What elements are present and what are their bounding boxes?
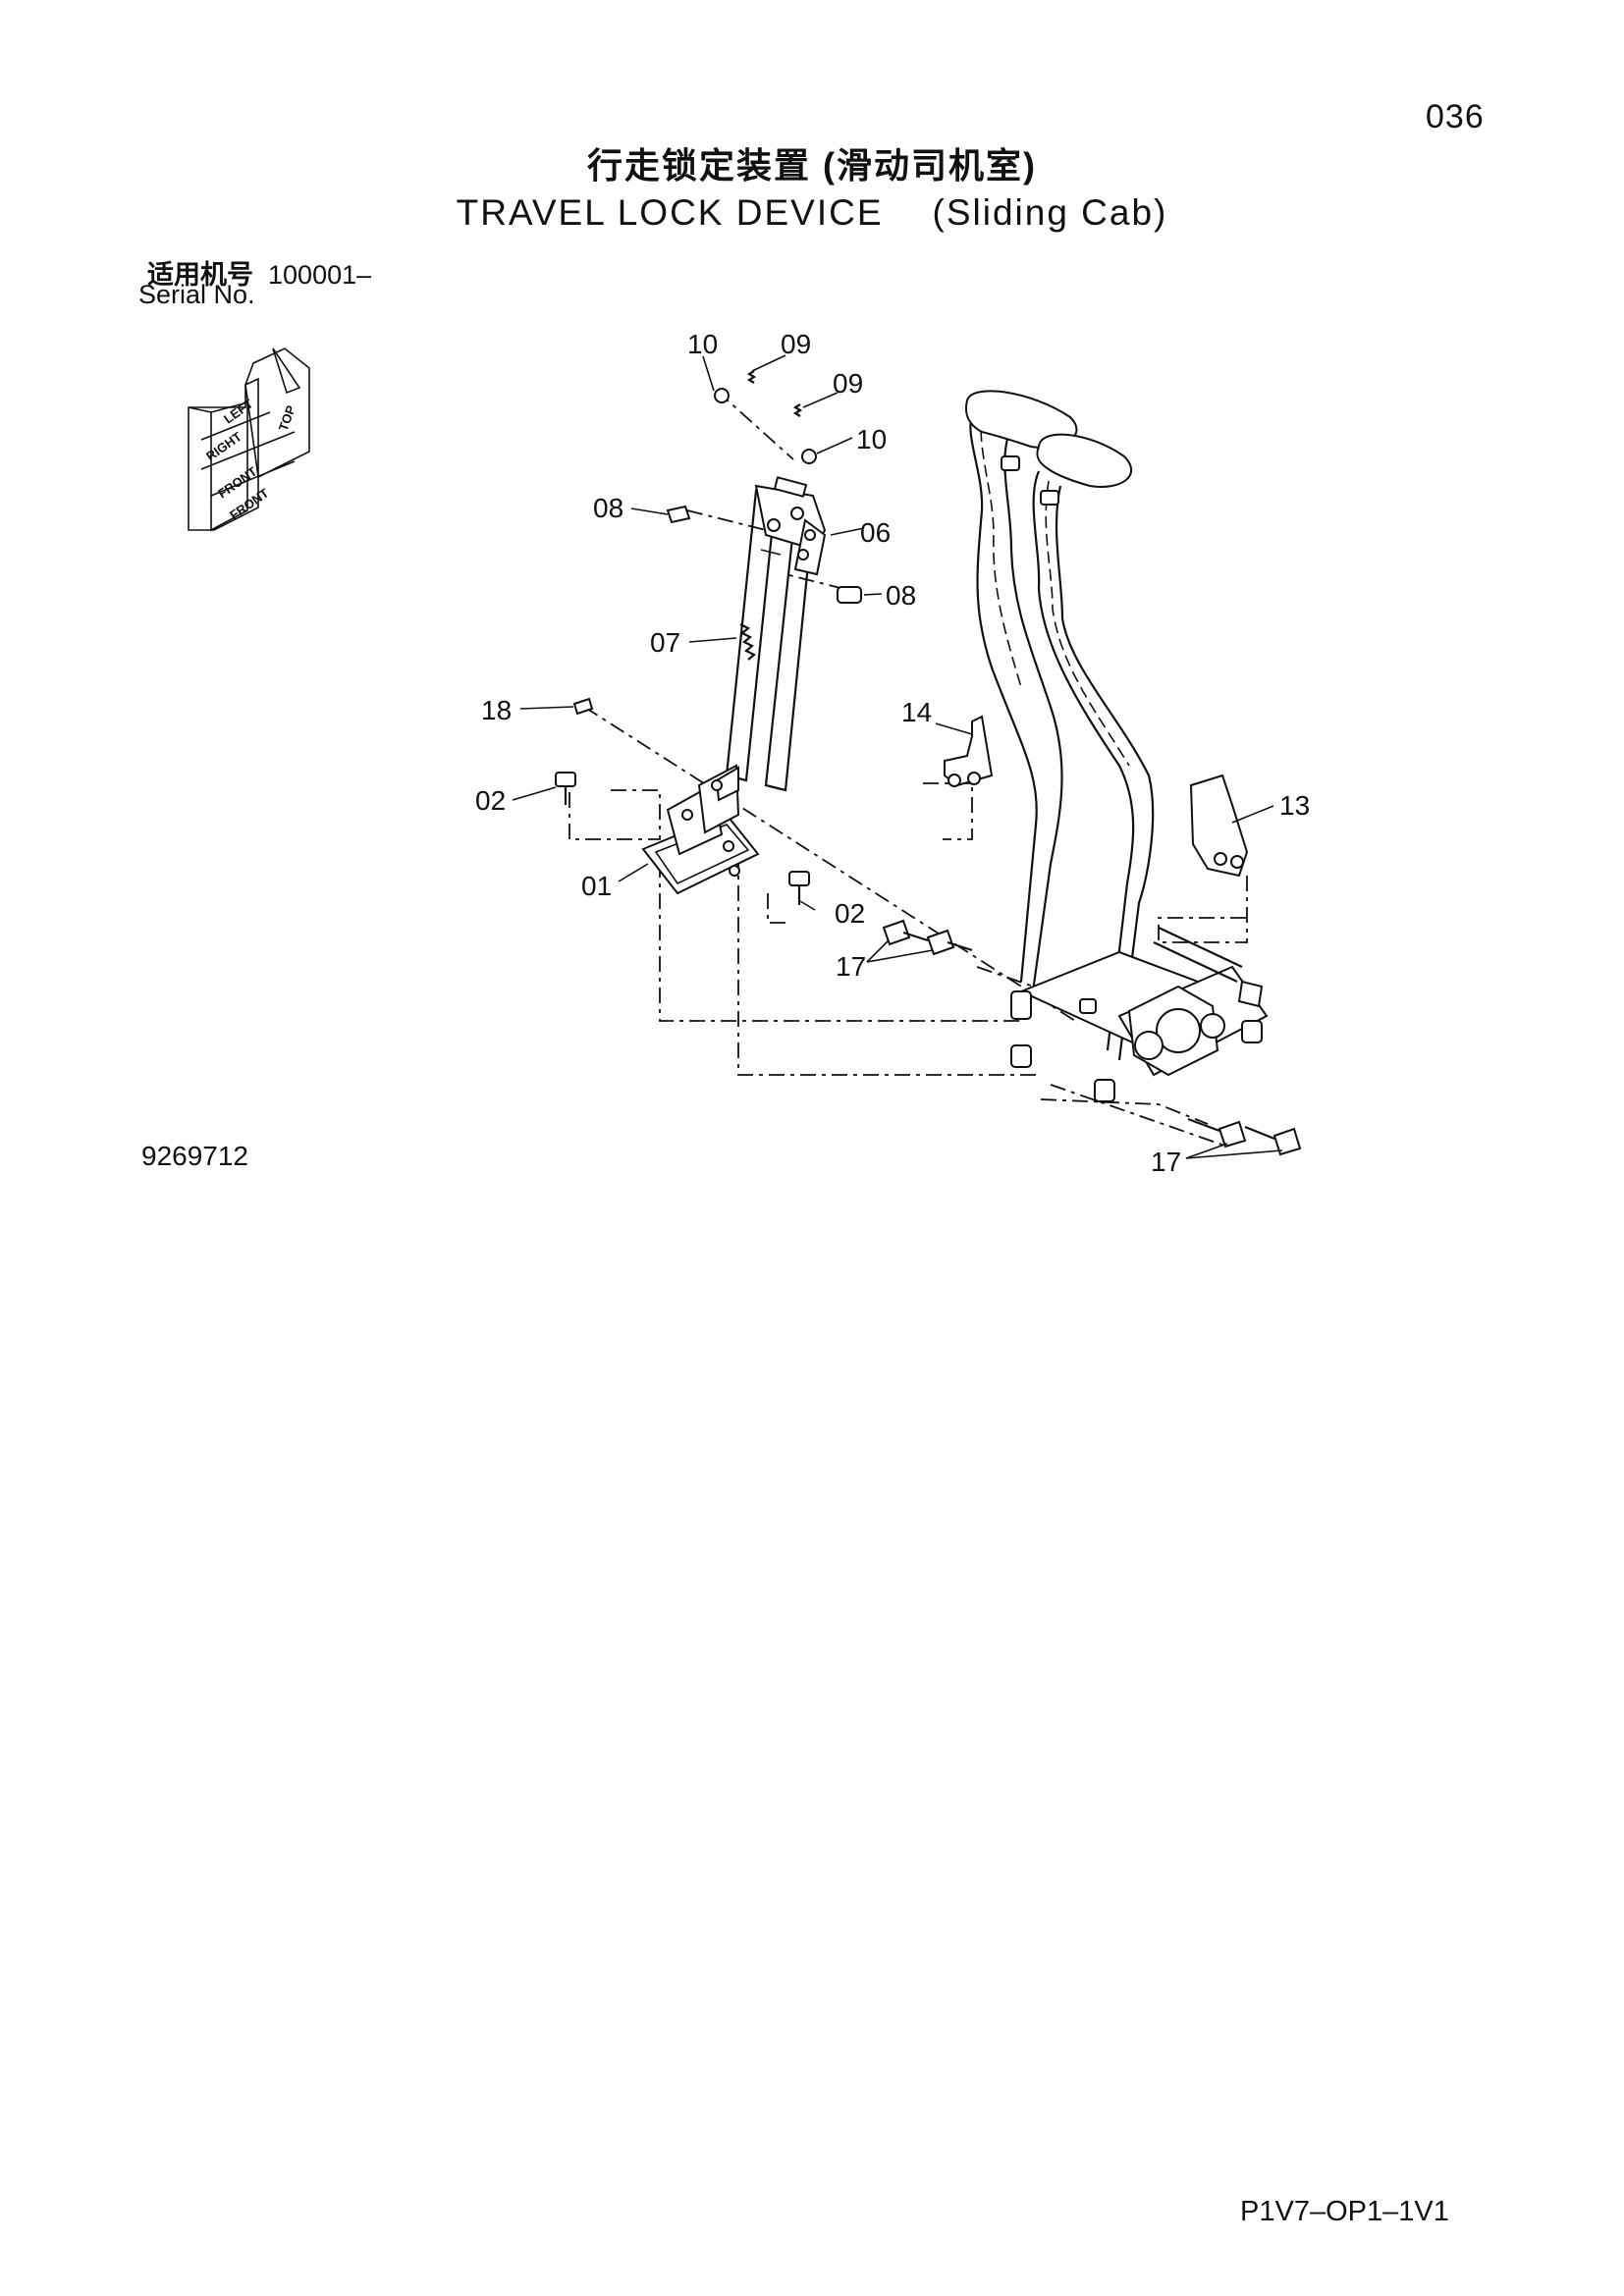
serial-number: 100001– bbox=[268, 260, 372, 290]
orientation-right: RIGHT bbox=[203, 429, 244, 464]
callout-09-lower: 09 bbox=[833, 368, 863, 399]
bracket-13 bbox=[1189, 774, 1249, 878]
bolts-02 bbox=[555, 697, 810, 905]
title-sub: (Sliding Cab) bbox=[932, 192, 1168, 233]
page-title-chinese: 行走锁定装置 (滑动司机室) bbox=[587, 145, 1037, 186]
callout-08-lower: 08 bbox=[886, 580, 916, 611]
callout-labels: 10 09 09 10 08 06 08 07 18 14 13 02 01 0… bbox=[475, 329, 1310, 1177]
bracket-14 bbox=[944, 715, 994, 787]
valve-base bbox=[1010, 927, 1269, 1125]
title-main: TRAVEL LOCK DEVICE bbox=[456, 192, 884, 233]
lock-lever-assembly bbox=[666, 370, 862, 792]
callout-17-upper: 17 bbox=[836, 951, 866, 982]
serial-label-cn-text: 适用机号 bbox=[147, 260, 253, 290]
page-number: 036 bbox=[1426, 98, 1485, 135]
serial-label-chinese: 适用机号 100001– bbox=[147, 253, 371, 292]
serial-label-english: Serial No. bbox=[138, 280, 255, 309]
callout-09-upper: 09 bbox=[781, 329, 811, 359]
orientation-indicator: LEFT RIGHT FRONT FRONT TOP bbox=[188, 347, 310, 532]
callout-10-upper: 10 bbox=[687, 329, 718, 359]
callout-06: 06 bbox=[860, 517, 891, 548]
callout-07: 07 bbox=[650, 627, 680, 658]
page-title-english: TRAVEL LOCK DEVICE (Sliding Cab) bbox=[0, 192, 1624, 234]
control-levers bbox=[964, 390, 1155, 1061]
bolts-17 bbox=[882, 919, 1302, 1156]
callout-10-lower: 10 bbox=[856, 424, 887, 454]
orientation-top: TOP bbox=[276, 403, 298, 433]
base-plate bbox=[641, 764, 760, 895]
callout-17-lower: 17 bbox=[1151, 1147, 1181, 1177]
callout-18: 18 bbox=[481, 695, 512, 725]
page-code: P1V7–OP1–1V1 bbox=[1240, 2196, 1449, 2227]
drawing-number: 9269712 bbox=[141, 1141, 249, 1171]
callout-14: 14 bbox=[901, 697, 932, 727]
callout-13: 13 bbox=[1279, 790, 1310, 821]
callout-02-right: 02 bbox=[835, 898, 865, 929]
callout-02-left: 02 bbox=[475, 785, 506, 816]
callout-01: 01 bbox=[581, 871, 612, 901]
callout-leaders bbox=[512, 354, 1283, 1159]
callout-08-upper: 08 bbox=[593, 493, 623, 523]
